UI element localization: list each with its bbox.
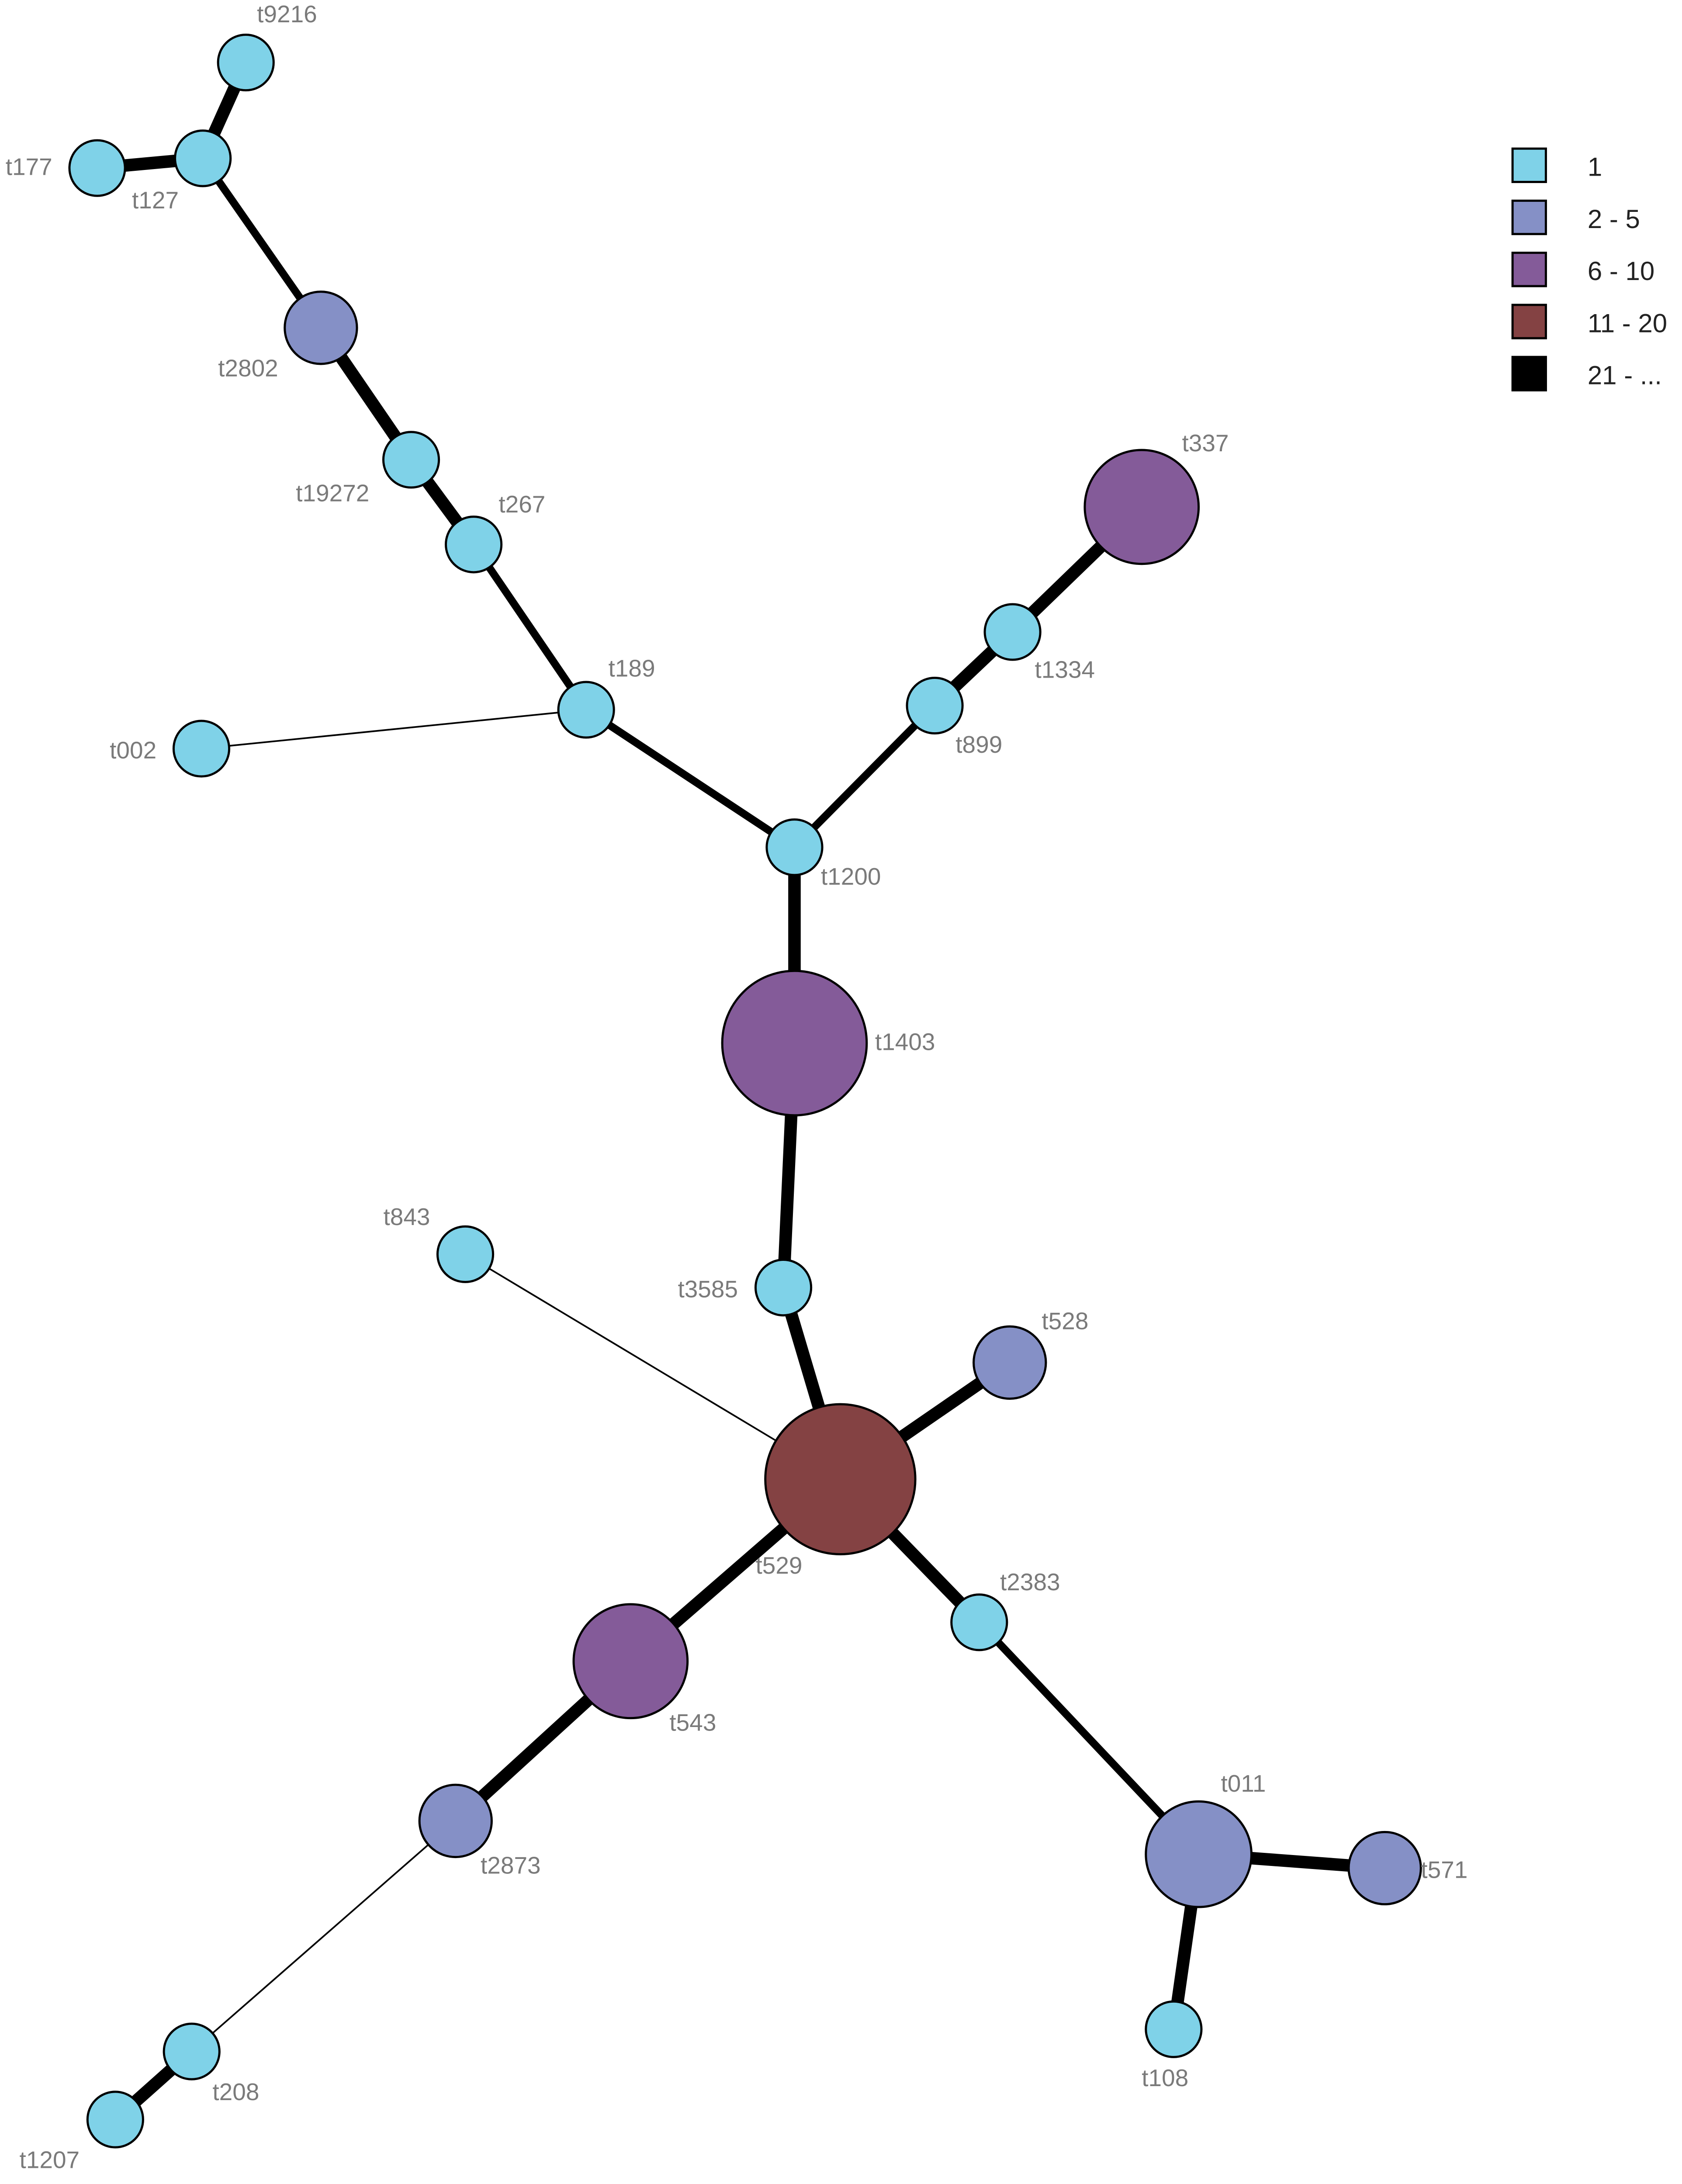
node-t2873[interactable]: t2873 [418, 1783, 541, 1879]
node-circle[interactable] [973, 1325, 1047, 1400]
node-t2802[interactable]: t2802 [218, 291, 358, 382]
node-circle[interactable] [906, 676, 964, 735]
node-circle[interactable] [86, 2091, 144, 2149]
legend-swatch [1511, 147, 1547, 183]
node-t899[interactable]: t899 [906, 676, 1002, 758]
node-label: t108 [1142, 2064, 1188, 2091]
legend-label: 11 - 20 [1588, 308, 1667, 338]
node-t1207[interactable]: t1207 [20, 2091, 144, 2174]
node-circle[interactable] [174, 129, 232, 187]
node-label: t2383 [1000, 1568, 1060, 1596]
node-t19272[interactable]: t19272 [296, 431, 440, 507]
node-label: t9216 [257, 0, 317, 28]
node-t1403[interactable]: t1403 [721, 969, 935, 1117]
node-t189[interactable]: t189 [557, 654, 655, 739]
node-t3585[interactable]: t3585 [678, 1259, 813, 1317]
edge-t002-t189 [201, 709, 586, 750]
node-circle[interactable] [721, 969, 868, 1117]
node-t208[interactable]: t208 [163, 2022, 259, 2105]
node-t337[interactable]: t337 [1083, 429, 1229, 565]
node-label: t528 [1042, 1307, 1088, 1334]
legend: 1 2 - 5 6 - 10 11 - 20 21 - ... [1511, 147, 1667, 391]
node-circle[interactable] [572, 1603, 689, 1720]
node-circle[interactable] [217, 33, 275, 92]
legend-item: 1 [1511, 147, 1602, 183]
node-label: t899 [955, 731, 1002, 758]
node-t543[interactable]: t543 [572, 1603, 716, 1736]
node-label: t543 [669, 1709, 716, 1736]
node-circle[interactable] [754, 1259, 813, 1317]
legend-item: 6 - 10 [1511, 252, 1654, 287]
node-label: t843 [383, 1203, 430, 1230]
legend-swatch [1511, 252, 1547, 287]
node-label: t011 [1221, 1770, 1266, 1797]
legend-item: 2 - 5 [1511, 199, 1640, 235]
node-circle[interactable] [950, 1593, 1008, 1651]
node-t002[interactable]: t002 [110, 720, 231, 778]
node-circle[interactable] [172, 720, 231, 778]
edge-t2873-t208 [191, 1820, 457, 2052]
node-label: t177 [6, 153, 52, 180]
legend-label: 21 - ... [1588, 361, 1662, 390]
legend-swatch [1511, 199, 1547, 235]
edge-t267-t189 [470, 542, 589, 712]
node-circle[interactable] [284, 291, 358, 365]
legend-label: 1 [1588, 152, 1602, 182]
node-label: t208 [212, 2078, 259, 2105]
node-label: t337 [1182, 429, 1229, 457]
node-t267[interactable]: t267 [445, 491, 546, 574]
node-circle[interactable] [418, 1783, 493, 1859]
node-label: t2802 [218, 355, 278, 382]
node-circle[interactable] [445, 516, 503, 574]
node-label: t3585 [678, 1275, 738, 1302]
node-circle[interactable] [1347, 1831, 1422, 1906]
node-label: t127 [132, 187, 179, 214]
node-label: t2873 [481, 1852, 541, 1879]
node-label: t267 [498, 491, 545, 518]
node-circle[interactable] [764, 1403, 917, 1556]
edge-t1200-t899 [792, 703, 938, 850]
node-circle[interactable] [765, 818, 824, 876]
node-t843[interactable]: t843 [383, 1203, 495, 1283]
legend-item: 21 - ... [1511, 356, 1662, 391]
node-t528[interactable]: t528 [973, 1307, 1089, 1400]
node-circle[interactable] [557, 681, 615, 739]
legend-label: 6 - 10 [1588, 256, 1654, 286]
node-t011[interactable]: t011 [1145, 1770, 1266, 1908]
legend-swatch [1511, 304, 1547, 339]
node-t529[interactable]: t529 [755, 1403, 917, 1579]
node-t571[interactable]: t571 [1347, 1831, 1467, 1906]
node-label: t1207 [20, 2146, 80, 2174]
node-label: t1334 [1035, 656, 1095, 683]
node-label: t189 [608, 654, 655, 682]
node-t127[interactable]: t127 [132, 129, 232, 214]
node-circle[interactable] [68, 139, 126, 197]
node-t9216[interactable]: t9216 [217, 0, 317, 92]
node-label: t1403 [875, 1028, 935, 1055]
node-label: t1200 [821, 863, 881, 890]
node-circle[interactable] [382, 431, 440, 489]
node-t108[interactable]: t108 [1142, 2000, 1203, 2091]
node-t1334[interactable]: t1334 [983, 603, 1095, 683]
node-t177[interactable]: t177 [6, 139, 126, 197]
node-label: t002 [110, 737, 156, 764]
node-t2383[interactable]: t2383 [950, 1568, 1060, 1651]
legend-item: 11 - 20 [1511, 304, 1667, 339]
node-circle[interactable] [1083, 449, 1200, 565]
edge-t189-t1200 [584, 706, 797, 851]
legend-label: 2 - 5 [1588, 204, 1640, 234]
node-label: t19272 [296, 480, 369, 507]
node-circle[interactable] [1145, 2000, 1203, 2058]
node-t1200[interactable]: t1200 [765, 818, 881, 890]
node-circle[interactable] [436, 1225, 495, 1283]
node-circle[interactable] [983, 603, 1042, 661]
node-label: t529 [755, 1552, 802, 1579]
legend-swatch [1511, 356, 1547, 391]
node-circle[interactable] [1145, 1800, 1253, 1908]
node-circle[interactable] [163, 2022, 221, 2080]
node-layer: t9216 t177 t127 t2802 t19272 t267 t189 t002 t120… [6, 0, 1468, 2174]
node-label: t571 [1421, 1856, 1467, 1883]
